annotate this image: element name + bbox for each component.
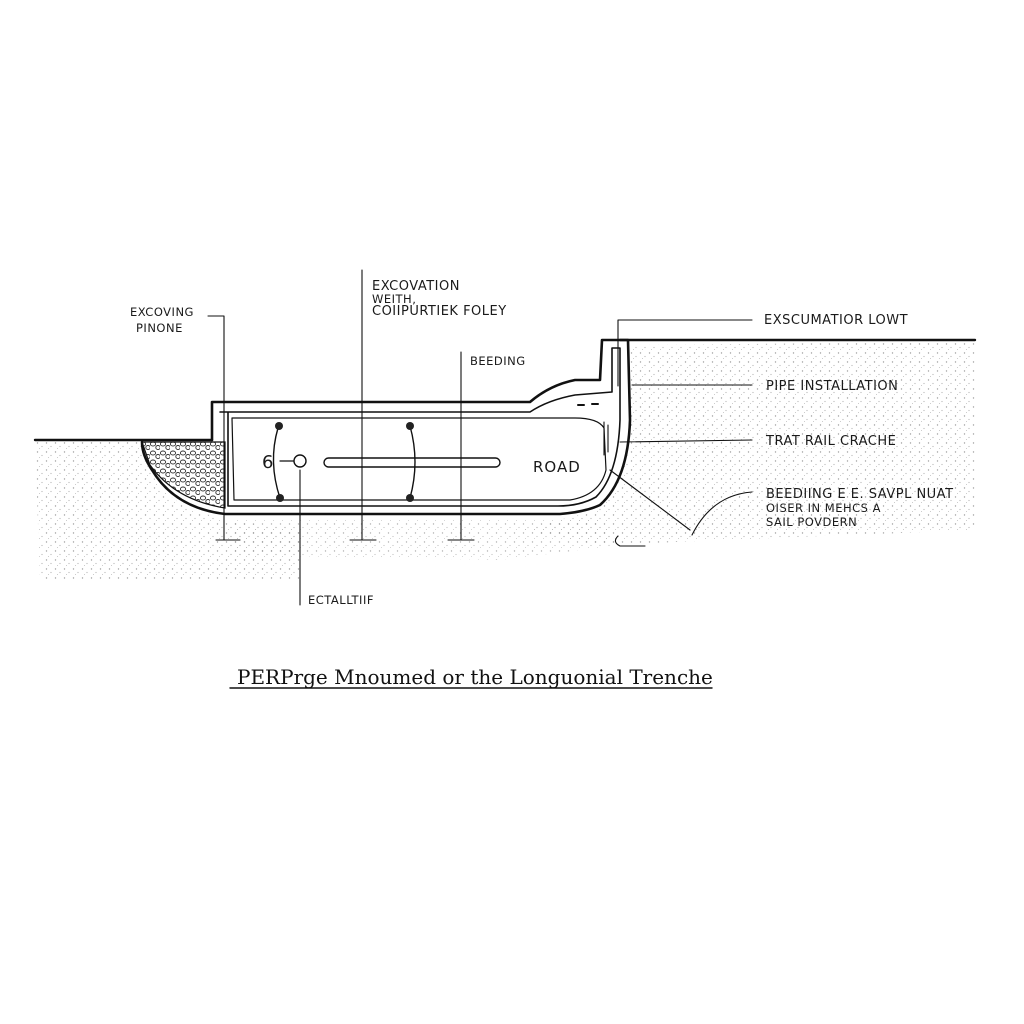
- label-bottom: ECTALLTIIF: [308, 593, 374, 607]
- gravel-bedding: [141, 441, 226, 509]
- trench-inner-lining: [219, 347, 621, 507]
- label-existing-ground-1: EXCOVING: [130, 305, 194, 319]
- leader-existing-ground: [207, 315, 241, 541]
- right-end-detail: [603, 421, 609, 456]
- right-soil-stipple: [520, 342, 975, 545]
- label-excavation-width-1: EXCOVATION: [372, 279, 460, 294]
- label-number-mark: 6: [262, 452, 274, 473]
- leader-bedding: [447, 351, 475, 541]
- label-excavation-width-3: COIIPURTIEK FOLEY: [372, 304, 507, 319]
- pipe-bar: [323, 457, 501, 468]
- rib-bolt-4: [406, 494, 414, 502]
- label-bedding-side-3: SAIL POVDERN: [766, 515, 857, 529]
- trench-outer-wall: [140, 338, 632, 516]
- pipe-rib-left: [272, 427, 281, 499]
- leader-excavation-width: [349, 269, 377, 541]
- right-step-detail: [577, 403, 599, 406]
- label-pipe-installation: PIPE INSTALLATION: [766, 379, 898, 394]
- rib-bolt-1: [275, 422, 283, 430]
- label-excavation-width-2: WEITH,: [372, 292, 416, 306]
- label-existing-ground-2: PINONE: [136, 321, 183, 335]
- diagram-title: PERPrge Mnoumed or the Longuonial Trench…: [237, 665, 713, 689]
- bottom-soil-stipple: [230, 520, 620, 560]
- leader-bedding-side: [609, 469, 753, 536]
- label-excavation-low: EXSCUMATIOR LOWT: [764, 313, 908, 328]
- pipe-rib-right: [409, 425, 416, 499]
- leader-hook: [614, 535, 646, 547]
- trench-inner-wall-2: [231, 417, 607, 501]
- leader-trat-rail: [619, 439, 753, 443]
- rib-bolt-2: [276, 494, 284, 502]
- label-bedding-side-1: BEEDIING E E. SAVPL NUAT: [766, 487, 954, 502]
- leader-excavation-low: [617, 319, 753, 387]
- label-road: ROAD: [533, 458, 581, 476]
- label-trat-rail: TRAT RAIL CRACHE: [765, 434, 896, 449]
- label-bedding-side-2: OISER IN MEHCS A: [766, 501, 881, 515]
- rib-bolt-3: [406, 422, 414, 430]
- marker-circle: [293, 454, 307, 468]
- label-bedding-top: BEEDING: [470, 354, 526, 368]
